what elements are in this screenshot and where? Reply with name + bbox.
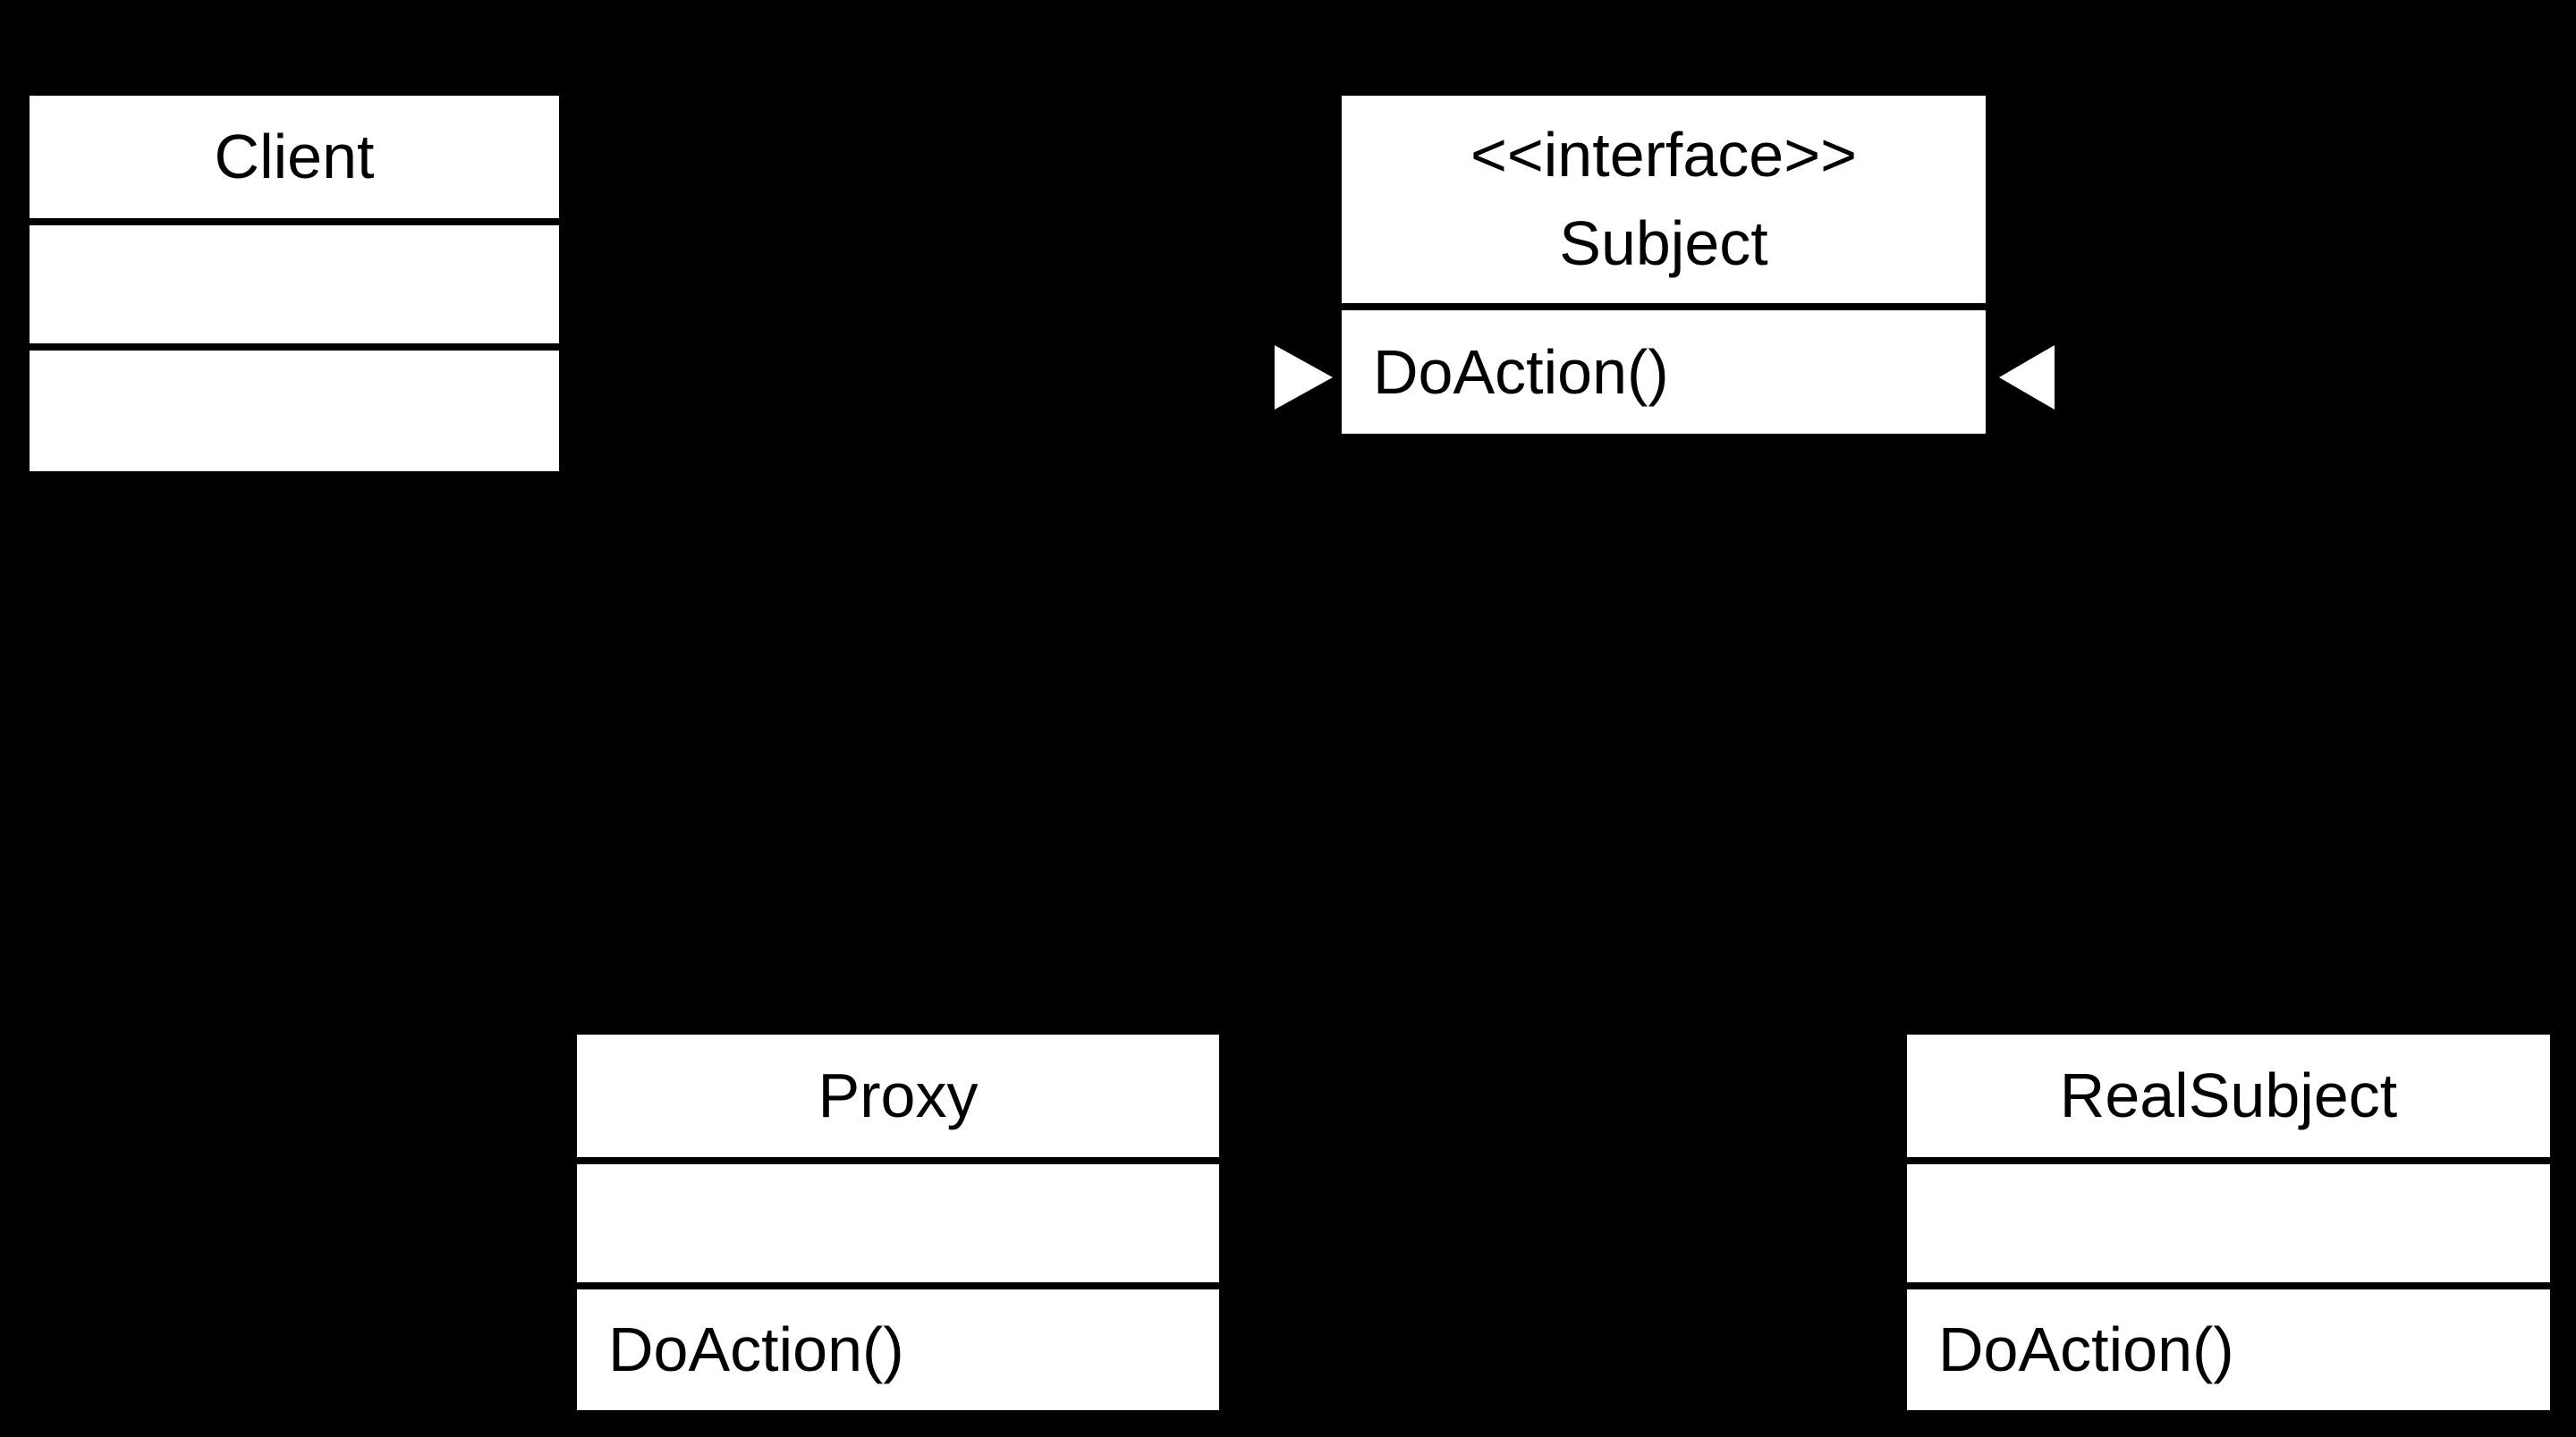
class-name-client: Client: [30, 96, 559, 218]
class-attributes-client: [30, 225, 559, 343]
class-box-proxy: Proxy DoAction(): [577, 1035, 1219, 1410]
class-methods-subject: DoAction(): [1342, 310, 1986, 434]
class-attributes-proxy: [577, 1164, 1219, 1282]
realization-arrowhead-right-icon: [1999, 345, 2055, 410]
class-methods-realsubject: DoAction(): [1907, 1289, 2550, 1410]
class-header-subject: <<interface>> Subject: [1342, 96, 1986, 303]
class-methods-client: [30, 351, 559, 471]
class-box-client: Client: [30, 96, 559, 471]
class-box-realsubject: RealSubject DoAction(): [1907, 1035, 2550, 1410]
class-box-subject: <<interface>> Subject DoAction(): [1342, 96, 1986, 434]
class-attributes-realsubject: [1907, 1164, 2550, 1282]
class-name-proxy: Proxy: [577, 1035, 1219, 1157]
class-name-realsubject: RealSubject: [1907, 1035, 2550, 1157]
class-stereotype-subject: <<interface>>: [1470, 119, 1857, 190]
class-methods-proxy: DoAction(): [577, 1289, 1219, 1410]
class-name-subject: Subject: [1559, 208, 1768, 278]
realization-arrowhead-left-icon: [1275, 345, 1333, 410]
